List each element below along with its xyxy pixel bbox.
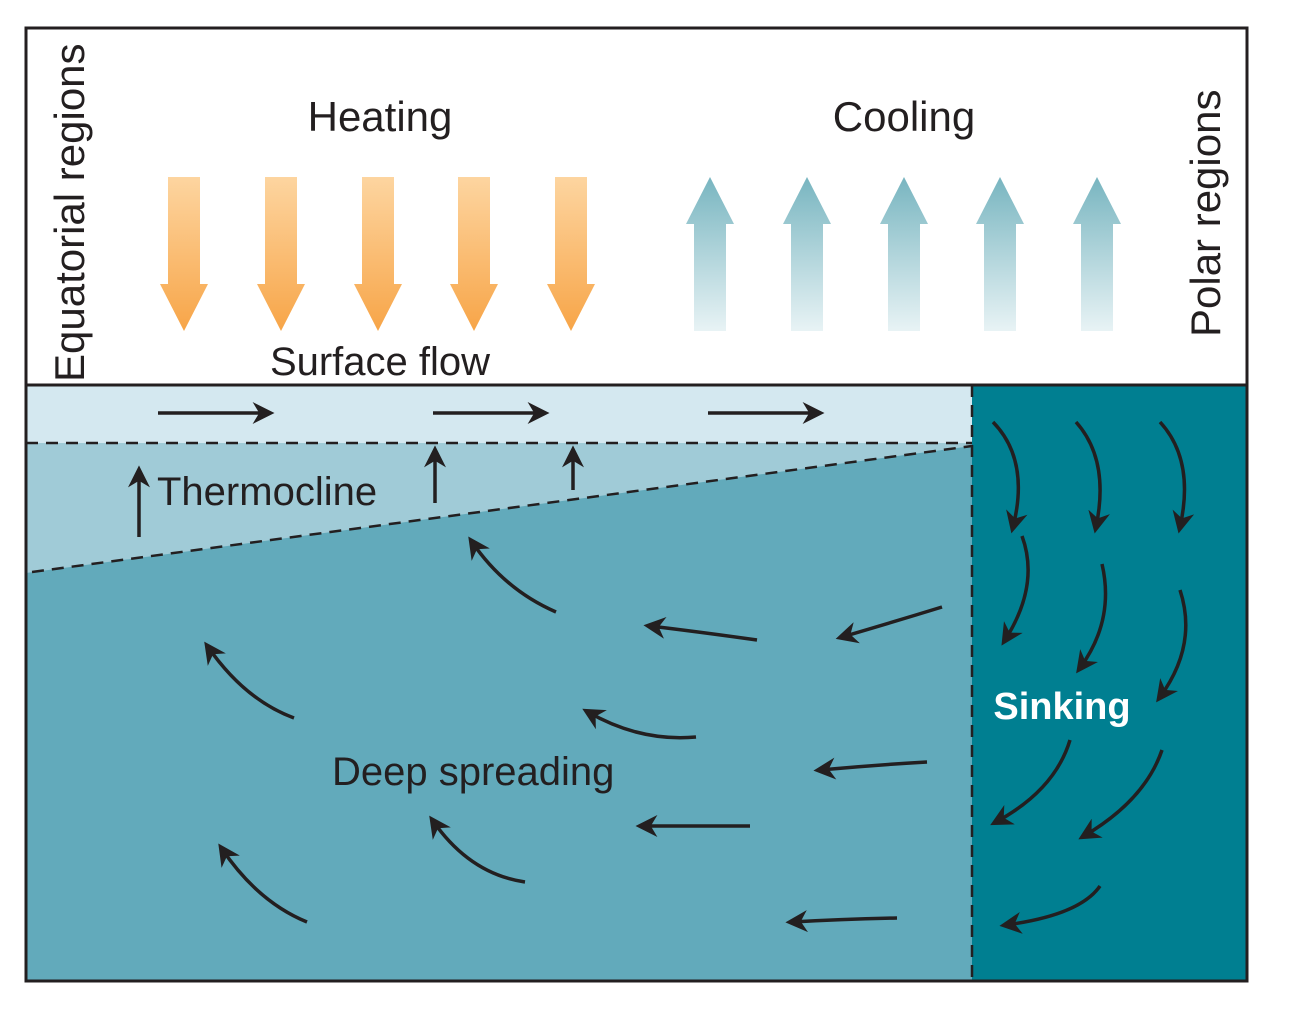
arrow-icon [991,420,1028,534]
arrow-up-icon [1073,177,1121,331]
arrow-icon [582,708,697,740]
arrow-up-icon [783,177,831,331]
arrow-icon [1156,589,1188,703]
thermocline-label: Thermocline [157,470,377,514]
arrow-up-icon [880,177,928,331]
arrow-icon [218,843,308,924]
polar-water [972,385,1247,981]
arrow-down-icon [547,177,595,331]
equatorial-label: Equatorial regions [46,43,93,382]
arrow-icon [999,884,1102,934]
arrow-down-icon [160,177,208,331]
arrow-down-icon [450,177,498,331]
arrow-icon [1158,420,1195,534]
arrow-icon [1078,749,1164,840]
arrow-icon [204,641,295,720]
sinking-arrows [990,420,1195,934]
arrow-down-icon [257,177,305,331]
arrow-icon [785,910,898,933]
surface-flow-label: Surface flow [270,340,490,384]
arrow-icon [1001,535,1030,646]
arrow-icon [1074,420,1110,534]
arrow-up-icon [976,177,1024,331]
cooling-arrows [686,177,1121,331]
ocean-outline [24,383,1249,983]
deep-spreading-label: Deep spreading [332,750,614,794]
arrow-down-icon [354,177,402,331]
arrow-icon [835,605,943,644]
arrow-icon [643,616,758,642]
arrow-up-icon [686,177,734,331]
polar-label: Polar regions [1182,90,1229,337]
arrow-icon [429,815,526,884]
arrow-icon [468,536,557,614]
arrow-icon [813,757,928,780]
thermocline-boundary [31,444,973,574]
deep-spreading-arrows [204,536,943,933]
arrow-icon [1076,563,1108,674]
heating-arrows [160,177,595,331]
heating-label: Heating [308,93,453,140]
sinking-label: Sinking [993,686,1130,728]
ocean-panel [24,383,1249,983]
arrow-icon [990,739,1072,826]
cooling-label: Cooling [833,93,975,140]
thermocline-layer [26,443,972,573]
thermocline-arrows [128,445,584,537]
atmosphere-panel [24,26,1249,387]
